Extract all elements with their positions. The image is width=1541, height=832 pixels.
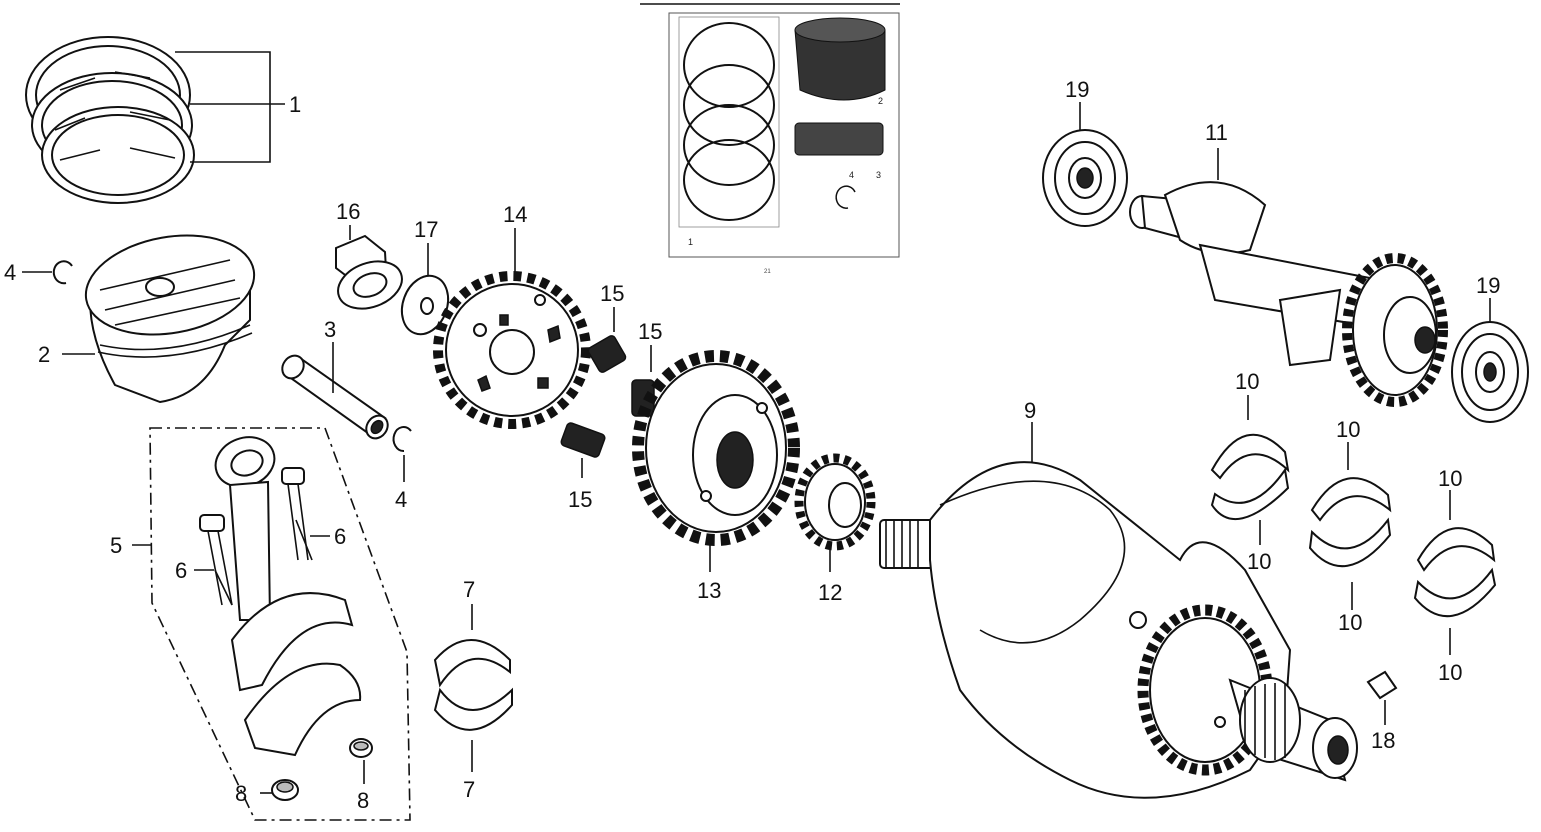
circlip-left [52, 260, 73, 285]
inset-kit-label: 21 [764, 269, 771, 275]
conrod-bolts [199, 467, 313, 606]
callout-15c: 15 [568, 487, 592, 512]
callout-13: 13 [697, 578, 721, 603]
callout-17: 17 [414, 217, 438, 242]
callout-7a: 7 [463, 577, 475, 602]
callout-10b: 10 [1247, 549, 1271, 574]
conrod-bearings [433, 639, 513, 731]
inset-label-2: 2 [878, 96, 883, 106]
callout-10c: 10 [1336, 417, 1360, 442]
callout-9: 9 [1024, 398, 1036, 423]
callout-7b: 7 [463, 777, 475, 802]
ball-bearing-left [1042, 129, 1128, 227]
callout-line-1 [175, 51, 285, 163]
callout-10e: 10 [1438, 466, 1462, 491]
callout-11: 11 [1205, 120, 1228, 145]
callout-lines-15 [581, 307, 652, 478]
spline-collar [794, 453, 876, 551]
connecting-rod [214, 436, 362, 757]
callout-18: 18 [1371, 728, 1395, 753]
inset-label-3: 3 [876, 170, 881, 180]
balancer-shaft [1129, 181, 1448, 407]
callout-2: 2 [38, 342, 50, 367]
washer [400, 274, 450, 336]
callout-19b: 19 [1476, 273, 1500, 298]
callout-16: 16 [336, 199, 360, 224]
callout-4a: 4 [4, 260, 16, 285]
callout-15b: 15 [638, 319, 662, 344]
main-bearings [1210, 433, 1497, 618]
callout-6a: 6 [175, 558, 187, 583]
piston-kit-inset [640, 3, 900, 258]
callout-15a: 15 [600, 281, 624, 306]
callout-8b: 8 [357, 788, 369, 813]
callout-3: 3 [324, 317, 336, 342]
callout-lines-10 [1247, 395, 1451, 655]
balancer-gear [433, 271, 591, 429]
ball-bearing-right [1451, 321, 1529, 423]
inset-label-1: 1 [688, 237, 693, 247]
callout-12: 12 [818, 580, 842, 605]
callout-14: 14 [503, 202, 527, 227]
conrod-nuts [271, 738, 373, 801]
piston [84, 234, 256, 404]
callout-10f: 10 [1438, 660, 1462, 685]
conrod-assembly-bracket [149, 427, 411, 821]
callout-10d: 10 [1338, 610, 1362, 635]
circlip-right [392, 426, 412, 453]
piston-pin [281, 354, 389, 440]
piston-rings [25, 36, 195, 204]
crankshaft [879, 461, 1358, 799]
callout-6b: 6 [334, 524, 346, 549]
callout-1: 1 [289, 92, 301, 117]
primary-drive-gear [632, 350, 800, 546]
callout-8a: 8 [235, 781, 247, 806]
inset-label-4: 4 [849, 170, 854, 180]
woodruff-key [1366, 670, 1398, 700]
callout-5: 5 [110, 533, 122, 558]
callout-10a: 10 [1235, 369, 1259, 394]
callout-19a: 19 [1065, 77, 1089, 102]
flange-nut [335, 234, 403, 310]
callout-4b: 4 [395, 487, 407, 512]
